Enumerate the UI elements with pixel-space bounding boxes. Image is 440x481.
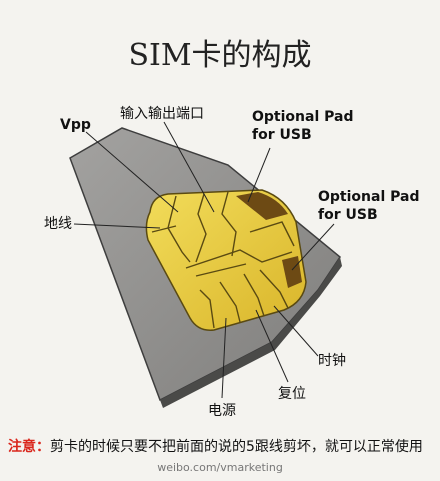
label-optional-pad-2-line1: Optional Pad	[318, 189, 420, 205]
sim-chip	[145, 189, 307, 331]
note-label: 注意：	[8, 439, 50, 455]
label-optional-pad-1: Optional Pad for USB	[252, 108, 353, 144]
leader-ground	[73, 223, 161, 229]
label-power: 电源	[208, 403, 236, 419]
label-reset: 复位	[278, 386, 306, 402]
label-io-port: 输入输出端口	[120, 106, 204, 122]
label-optional-pad-2: Optional Pad for USB	[318, 188, 419, 224]
page-title: SIM卡的构成	[128, 38, 312, 73]
leader-vpp	[85, 131, 179, 213]
label-optional-pad-1-line2: for USB	[252, 127, 312, 143]
leader-clock	[273, 305, 319, 357]
leader-power	[221, 317, 227, 399]
chip-contact-lines	[151, 191, 295, 329]
leader-io	[163, 121, 215, 213]
sim-card-shadow	[160, 257, 342, 408]
note-text: 剪卡的时候只要不把前面的说的5跟线剪坏，就可以正常使用	[50, 439, 423, 455]
leader-opt2	[291, 223, 335, 271]
leader-lines	[73, 121, 335, 399]
label-ground: 地线	[44, 216, 72, 232]
watermark-url: weibo.com/vmarketing	[157, 461, 283, 474]
label-clock: 时钟	[318, 353, 346, 369]
label-optional-pad-1-line1: Optional Pad	[252, 109, 354, 125]
leader-opt1	[247, 147, 271, 203]
label-optional-pad-2-line2: for USB	[318, 207, 378, 223]
leader-reset	[255, 309, 289, 383]
label-vpp: Vpp	[60, 117, 91, 133]
usage-note: 注意：剪卡的时候只要不把前面的说的5跟线剪坏，就可以正常使用	[8, 436, 423, 456]
